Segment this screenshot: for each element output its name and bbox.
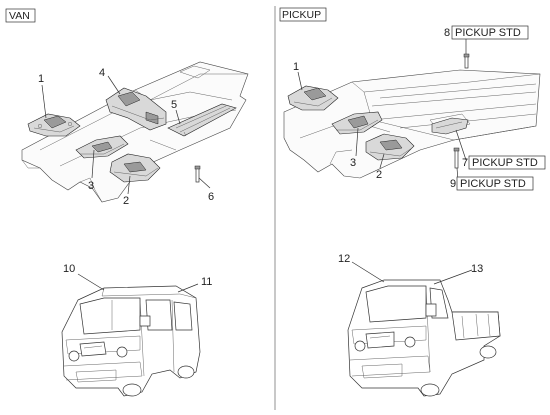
van-part-2 — [109, 153, 161, 183]
pickup-callout-9: 9 — [450, 178, 456, 190]
van-callout-5: 5 — [171, 99, 177, 111]
pickup-part-3 — [331, 111, 383, 135]
van-part-6 — [194, 165, 201, 183]
pickup-callout-3: 3 — [350, 157, 356, 169]
pickup-note-7-text: PICKUP STD — [472, 157, 538, 169]
van-section: VAN — [5, 8, 249, 397]
van-vehicle — [61, 285, 201, 397]
van-callout-11: 11 — [201, 276, 212, 288]
van-heading-box — [5, 8, 36, 23]
pickup-callout-13: 13 — [471, 263, 483, 275]
pickup-section: PICKUP — [279, 7, 546, 397]
pickup-callout-12: 12 — [338, 253, 350, 265]
pickup-floor-pan — [283, 69, 541, 179]
pickup-callout-1: 1 — [293, 61, 299, 73]
pickup-heading: PICKUP — [282, 9, 321, 21]
pickup-part-9 — [453, 147, 460, 169]
van-part-1 — [27, 113, 81, 137]
pickup-note-9: 9 PICKUP STD — [450, 176, 534, 191]
pickup-note-8: 8 PICKUP STD — [444, 25, 529, 40]
pickup-part-1 — [287, 85, 339, 111]
van-callout-10: 10 — [63, 263, 75, 275]
pickup-part-2 — [365, 133, 415, 161]
van-part-4 — [105, 87, 167, 131]
pickup-note-7: 7 PICKUP STD — [462, 155, 546, 170]
pickup-note-9-text: PICKUP STD — [460, 178, 526, 190]
pickup-part-8 — [463, 53, 470, 69]
van-callout-1: 1 — [38, 73, 44, 85]
van-callout-6: 6 — [208, 191, 214, 203]
pickup-vehicle — [347, 279, 501, 397]
van-callout-2: 2 — [123, 195, 129, 207]
pickup-note-8-text: PICKUP STD — [455, 27, 521, 39]
van-callout-3: 3 — [88, 180, 94, 192]
pickup-part-7 — [431, 117, 469, 135]
pickup-callout-2: 2 — [376, 169, 382, 181]
pickup-callout-8: 8 — [444, 27, 450, 39]
van-heading: VAN — [9, 10, 30, 22]
van-leaders — [41, 75, 211, 195]
van-callout-4: 4 — [99, 67, 105, 79]
van-part-5 — [167, 103, 237, 137]
pickup-heading-box — [279, 7, 327, 22]
pickup-callout-7: 7 — [462, 157, 468, 169]
van-part-3 — [75, 135, 129, 159]
